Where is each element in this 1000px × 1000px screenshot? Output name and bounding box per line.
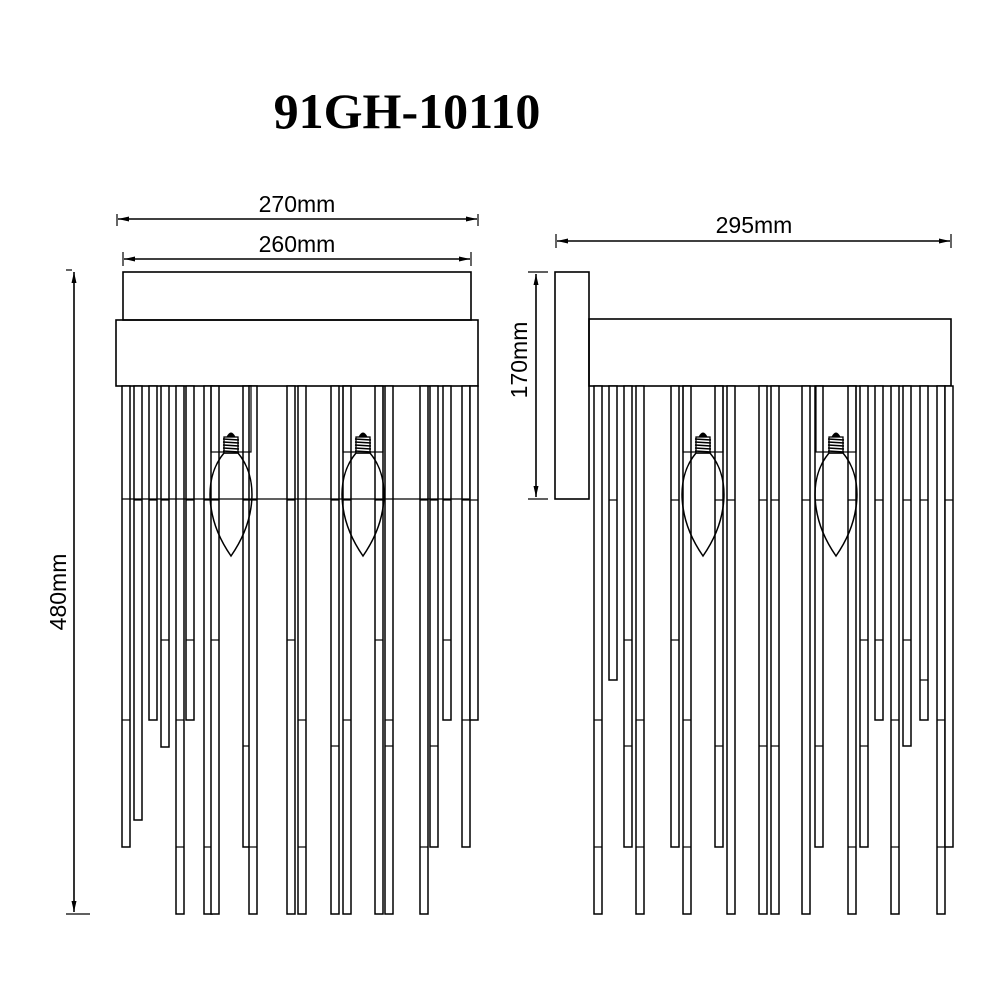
inner-width-label: 260mm — [259, 231, 336, 257]
front-view: 270mm 260mm 480mm — [45, 191, 479, 915]
front-rod — [297, 385, 307, 915]
side-rod — [874, 385, 884, 721]
side-canopy-body — [588, 318, 952, 387]
front-rod — [461, 385, 471, 848]
dimension-backplate-height: 170mm — [506, 271, 548, 500]
dimension-depth: 295mm — [555, 212, 952, 248]
side-rod — [623, 385, 633, 848]
side-rod — [635, 385, 645, 915]
front-rod — [121, 385, 131, 848]
height-label: 480mm — [45, 554, 71, 631]
side-rod — [890, 385, 900, 915]
side-rod — [859, 385, 869, 848]
front-rod — [419, 385, 429, 915]
front-rod — [286, 385, 296, 915]
side-rod — [770, 385, 780, 915]
bulb-base-icon — [827, 432, 845, 454]
front-rod — [160, 385, 170, 748]
front-rod — [133, 385, 143, 821]
front-rod — [175, 385, 185, 915]
front-bulbs — [209, 385, 385, 558]
bulb-base-icon — [354, 432, 372, 454]
front-rod — [210, 385, 220, 915]
depth-label: 295mm — [716, 212, 793, 238]
dimension-inner-width: 260mm — [122, 231, 472, 266]
side-rod — [758, 385, 768, 915]
candle-bulb-icon — [814, 452, 858, 558]
candle-bulb-icon — [681, 452, 725, 558]
candle-bulb-icon — [341, 452, 385, 558]
front-rod — [374, 385, 384, 915]
side-rod — [608, 385, 618, 681]
front-canopy-body — [115, 319, 479, 387]
side-bulb-right — [814, 385, 858, 558]
front-rod — [429, 385, 439, 848]
side-rod — [847, 385, 857, 915]
candle-bulb-icon — [209, 452, 253, 558]
side-bulbs — [681, 385, 858, 558]
front-rod — [148, 385, 158, 721]
wall-backplate — [554, 271, 590, 500]
side-rod — [682, 385, 692, 915]
front-rod — [469, 385, 479, 721]
side-rod — [726, 385, 736, 915]
backplate-height-label: 170mm — [506, 322, 532, 399]
bulb-base-icon — [694, 432, 712, 454]
front-rod — [384, 385, 394, 915]
side-rod — [801, 385, 811, 915]
front-canopy-top — [122, 271, 472, 321]
side-rod — [593, 385, 603, 915]
front-bulb-right — [341, 385, 385, 558]
side-rod — [919, 385, 929, 721]
side-bulb-left — [681, 385, 725, 558]
side-rod — [814, 385, 824, 848]
side-rod — [936, 385, 946, 915]
side-view: 295mm 170mm — [506, 212, 954, 915]
front-rod — [185, 385, 195, 721]
model-number-title: 91GH-10110 — [274, 83, 541, 139]
dimension-height: 480mm — [45, 269, 90, 915]
front-rod — [248, 385, 258, 915]
side-rod — [902, 385, 912, 747]
side-rods — [593, 385, 954, 915]
side-rod — [944, 385, 954, 848]
front-rod — [442, 385, 452, 721]
bulb-base-icon — [222, 432, 240, 454]
front-bulb-left — [209, 385, 253, 558]
front-rods — [121, 385, 479, 915]
side-rod — [670, 385, 680, 848]
dimension-outer-width: 270mm — [116, 191, 479, 226]
outer-width-label: 270mm — [259, 191, 336, 217]
front-rod — [330, 385, 340, 915]
front-rod — [342, 385, 352, 915]
side-rod — [714, 385, 724, 848]
